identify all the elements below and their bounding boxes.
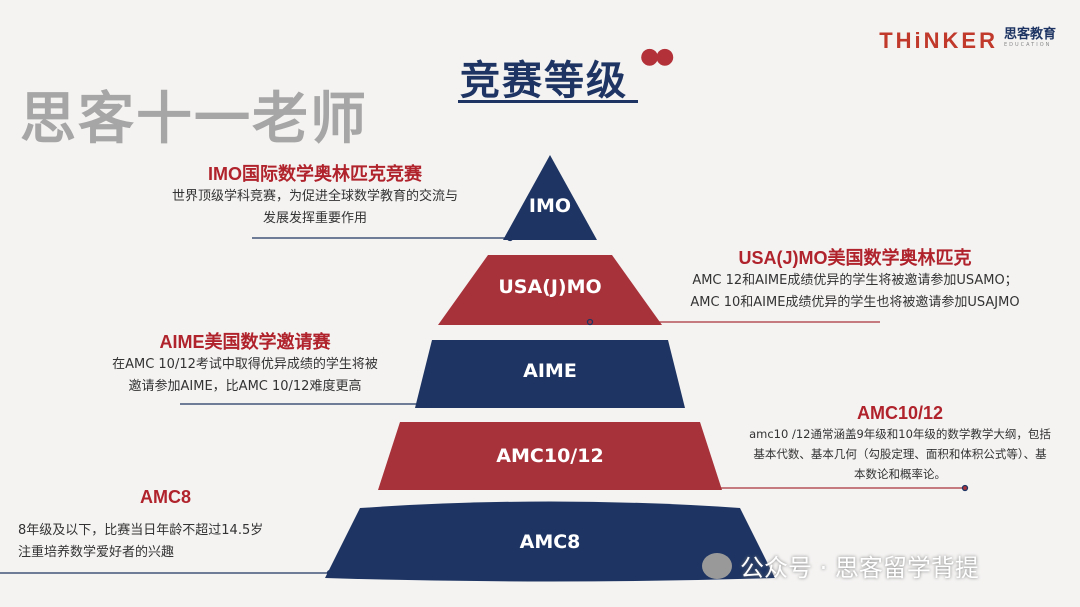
wechat-icon xyxy=(702,552,732,579)
imo-info: IMO国际数学奥林匹克竞赛 世界顶级学科竞赛，为促进全球数学教育的交流与 发展发… xyxy=(130,160,500,230)
aime-desc-1: 在AMC 10/12考试中取得优异成绩的学生将被 xyxy=(112,357,378,372)
amc8-desc-1: 8年级及以下，比赛当日年龄不超过14.5岁 xyxy=(18,523,264,538)
aime-desc-2: 邀请参加AIME，比AMC 10/12难度更高 xyxy=(128,379,362,394)
aime-info: AIME美国数学邀请赛 在AMC 10/12考试中取得优异成绩的学生将被 邀请参… xyxy=(60,328,430,398)
tier-aime xyxy=(415,340,685,408)
wechat-footer: 公众号 · 思客留学背提 xyxy=(702,548,979,583)
usajmo-heading: USA(J)MO美国数学奥林匹克 xyxy=(738,248,972,268)
imo-leader-dot xyxy=(506,234,514,242)
title-underline xyxy=(458,100,638,103)
tier-usajmo xyxy=(438,255,662,325)
amc1012-desc-1: amc10 /12通常涵盖9年级和10年级的数学教学大纲，包括 xyxy=(749,427,1051,441)
thinker-logo: THiNKER 思客教育 EDUCATION xyxy=(879,28,1056,54)
watermark: 思客十一老师 xyxy=(20,87,368,152)
tier-amc8 xyxy=(325,501,775,582)
usajmo-leader-dot xyxy=(586,318,594,326)
page-title: 竞赛等级 xyxy=(460,58,628,104)
amc1012-heading: AMC10/12 xyxy=(856,403,944,423)
amc8-heading: AMC8 xyxy=(140,487,192,507)
amc1012-desc-2: 基本代数、基本几何（勾股定理、面积和体积公式等）、基 xyxy=(753,447,1047,461)
tier-imo xyxy=(503,155,597,240)
tier-label-amc1012: AMC10/12 xyxy=(496,445,604,467)
logo-cn: 思客教育 xyxy=(1003,27,1056,42)
wechat-account: 公众号 · 思客留学背提 xyxy=(740,554,979,582)
amc1012-desc-3: 本数论和概率论。 xyxy=(854,467,946,481)
tier-amc1012 xyxy=(378,422,722,490)
decorative-dots-icon: ●● xyxy=(640,44,674,69)
amc8-info: 8年级及以下，比赛当日年龄不超过14.5岁 注重培养数学爱好者的兴趣 xyxy=(18,520,328,564)
logo-en: THiNKER xyxy=(879,28,998,53)
tier-label-aime: AIME xyxy=(523,360,577,382)
amc8-heading-wrap: AMC8 xyxy=(140,487,191,508)
tier-label-usajmo: USA(J)MO xyxy=(498,276,602,298)
imo-heading: IMO国际数学奥林匹克竞赛 xyxy=(208,164,422,184)
usajmo-info: USA(J)MO美国数学奥林匹克 AMC 12和AIME成绩优异的学生将被邀请参… xyxy=(640,244,1070,314)
amc1012-leader-dot xyxy=(961,484,969,492)
imo-desc-2: 发展发挥重要作用 xyxy=(262,211,367,226)
logo-sub: EDUCATION xyxy=(1003,42,1052,48)
usajmo-desc-1: AMC 12和AIME成绩优异的学生将被邀请参加USAMO； xyxy=(692,273,1018,288)
amc1012-info: AMC10/12 amc10 /12通常涵盖9年级和10年级的数学教学大纲，包括… xyxy=(720,403,1080,484)
amc8-desc-2: 注重培养数学爱好者的兴趣 xyxy=(18,545,175,560)
amc8-leader-dot xyxy=(326,569,334,577)
usajmo-desc-2: AMC 10和AIME成绩优异的学生也将被邀请参加USAJMO xyxy=(690,295,1020,310)
tier-label-imo: IMO xyxy=(528,195,572,217)
aime-leader-dot xyxy=(426,400,434,408)
aime-heading: AIME美国数学邀请赛 xyxy=(159,332,331,352)
imo-desc-1: 世界顶级学科竞赛，为促进全球数学教育的交流与 xyxy=(171,189,458,204)
tier-label-amc8: AMC8 xyxy=(519,531,581,553)
